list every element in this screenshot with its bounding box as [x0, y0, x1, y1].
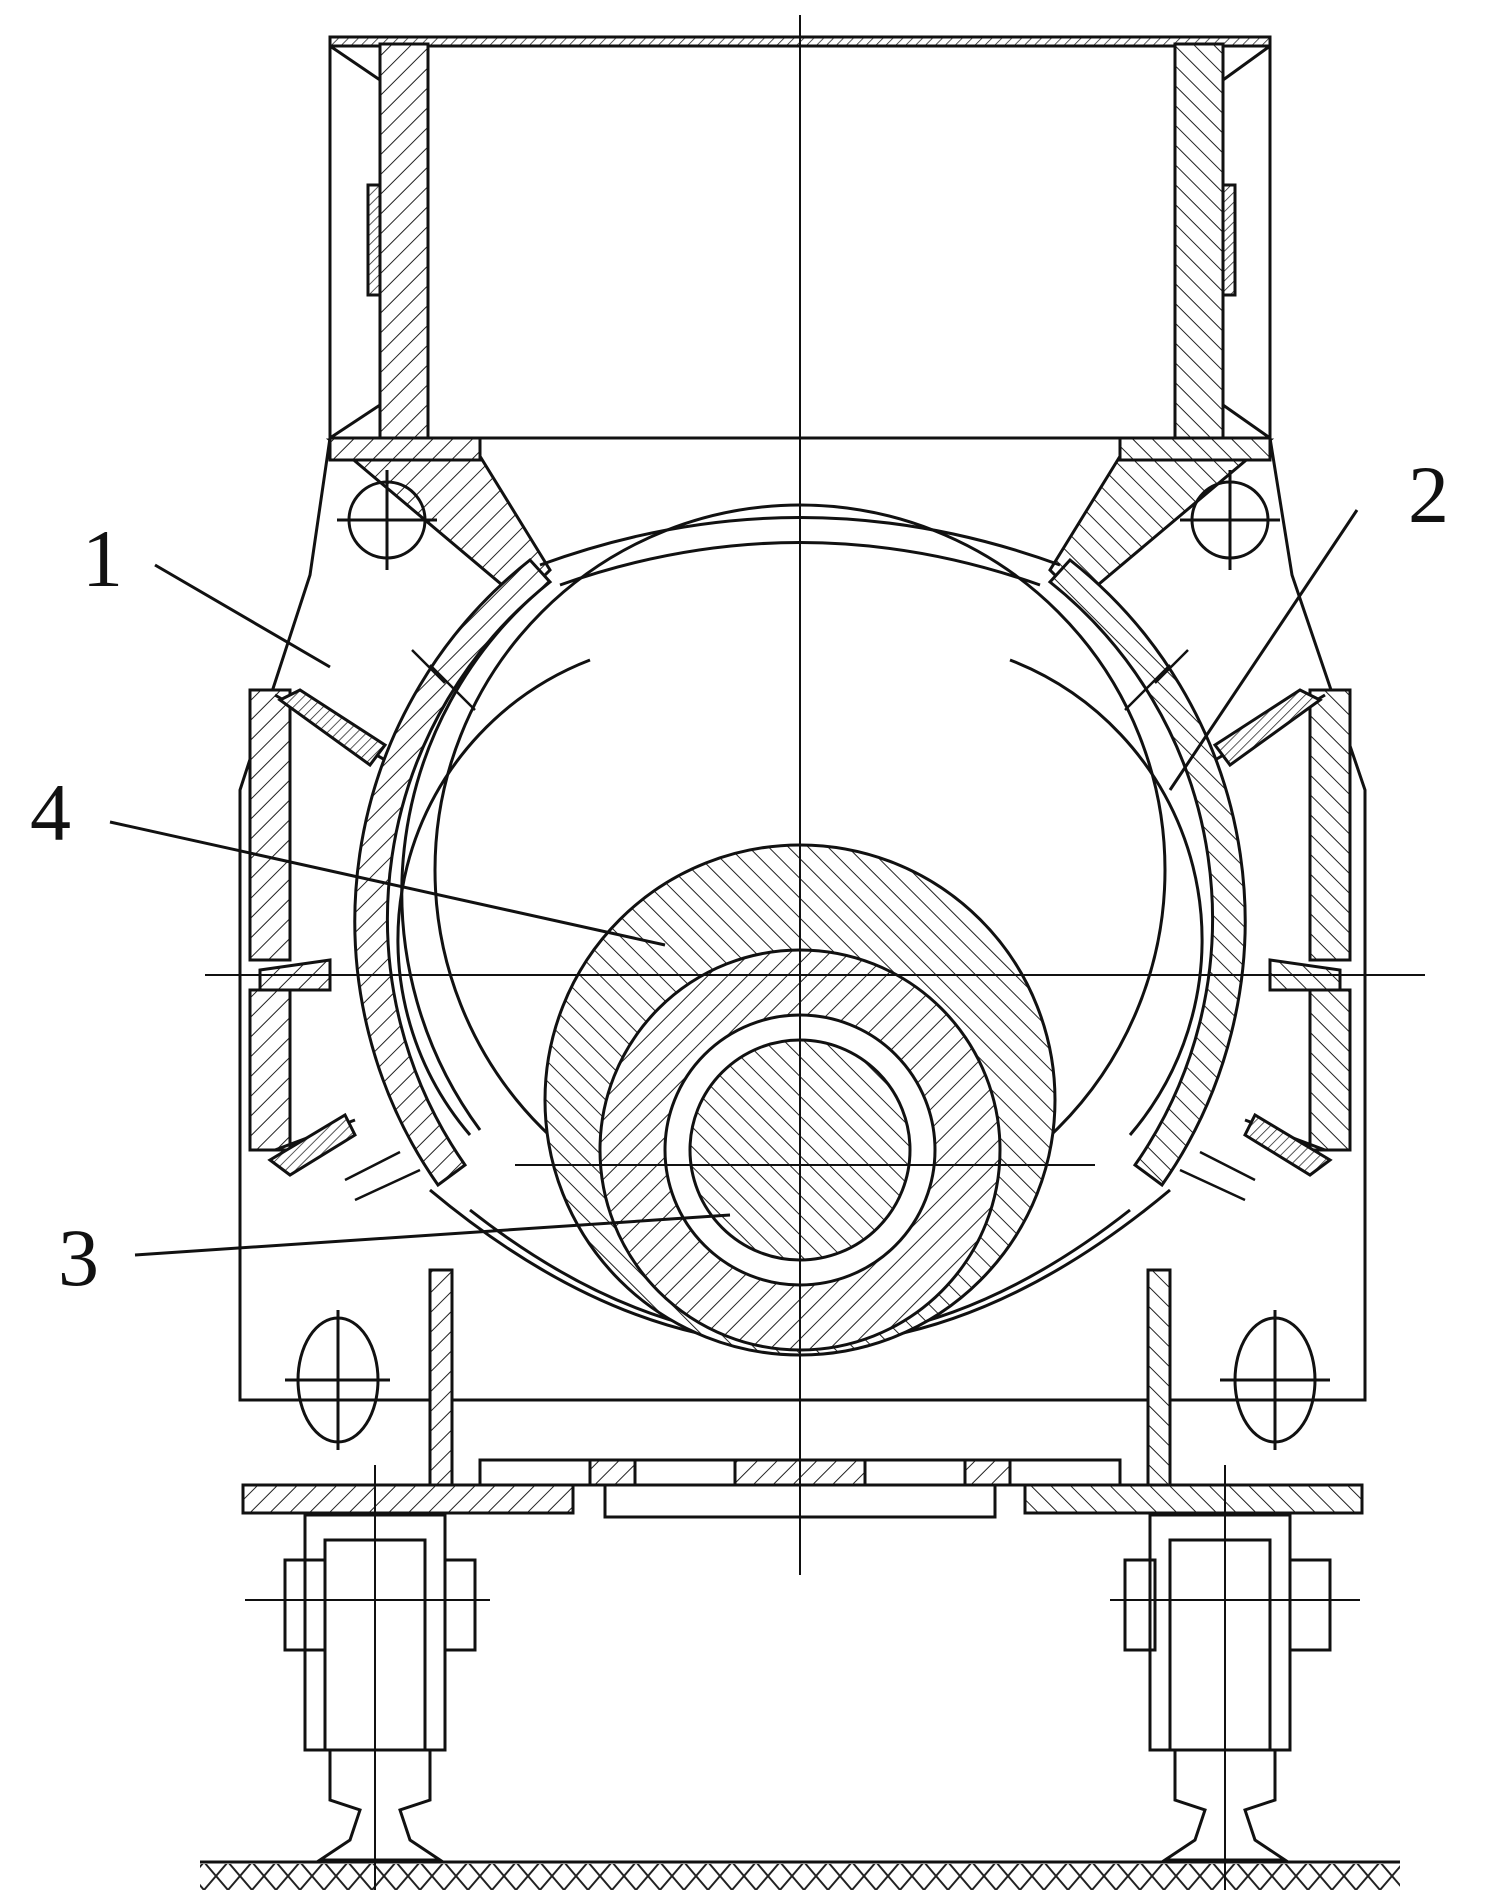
side-braces: [248, 688, 1352, 1177]
rail-wheels: [283, 1513, 1332, 1862]
callout-labels: 1 2 3 4: [30, 449, 1449, 1303]
callout-label-3: 3: [58, 1212, 99, 1303]
hopper: [328, 35, 1272, 440]
liner-bolts: [344, 649, 1256, 1202]
mounting-lugs: [285, 470, 1330, 1450]
drawing-body: [109, 15, 1425, 1890]
body-frame: [238, 436, 1367, 1402]
leader-line-2: [1168, 509, 1359, 791]
leader-line-3: [134, 1213, 731, 1257]
base-plates: [241, 1268, 1364, 1519]
ground-hatch: [200, 1860, 1400, 1890]
center-lines: [205, 15, 1425, 1890]
callout-label-1: 1: [82, 513, 123, 604]
callout-label-4: 4: [30, 767, 71, 858]
leader-lines: [109, 509, 1359, 1257]
leader-line-4: [109, 820, 666, 947]
callout-label-2: 2: [1408, 449, 1449, 540]
leader-line-1: [154, 563, 331, 669]
